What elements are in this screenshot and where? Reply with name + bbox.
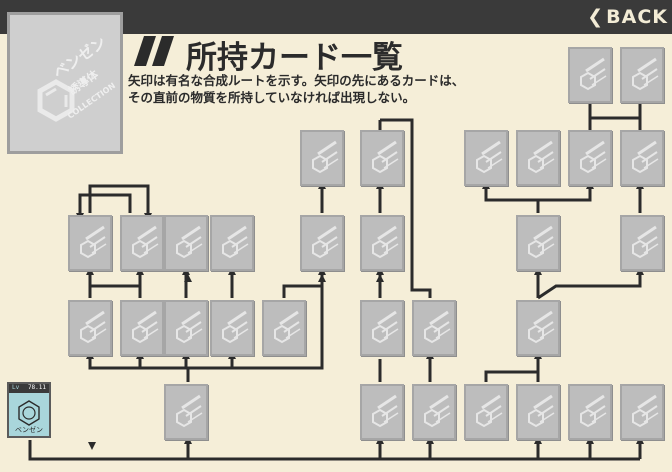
- locked-card[interactable]: [164, 384, 208, 440]
- locked-card[interactable]: [360, 215, 404, 271]
- locked-card[interactable]: [360, 384, 404, 440]
- locked-card[interactable]: [412, 300, 456, 356]
- logo-line1: ベンゼン: [50, 33, 109, 82]
- locked-card[interactable]: [300, 215, 344, 271]
- locked-card[interactable]: [68, 215, 112, 271]
- locked-card[interactable]: [516, 384, 560, 440]
- locked-card[interactable]: [120, 215, 164, 271]
- locked-card[interactable]: [164, 215, 208, 271]
- benzene-ring-icon: [18, 400, 40, 426]
- locked-card[interactable]: [120, 300, 164, 356]
- locked-card[interactable]: [360, 300, 404, 356]
- description-line1: 矢印は有名な合成ルートを示す。矢印の先にあるカードは、: [128, 73, 465, 88]
- locked-card[interactable]: [164, 300, 208, 356]
- card-level: Lv: [12, 384, 20, 391]
- card-name: ベンゼン: [15, 426, 43, 434]
- owned-card-benzene[interactable]: Lv 78.11 ベンゼン: [7, 382, 51, 438]
- locked-card[interactable]: [412, 384, 456, 440]
- card-header: Lv 78.11: [9, 384, 49, 393]
- back-button[interactable]: ❮BACK: [587, 6, 668, 28]
- locked-card[interactable]: [360, 130, 404, 186]
- chevron-left-icon: ❮: [587, 6, 605, 28]
- locked-card[interactable]: [568, 384, 612, 440]
- locked-card[interactable]: [568, 47, 612, 103]
- locked-card[interactable]: [516, 130, 560, 186]
- locked-card[interactable]: [210, 300, 254, 356]
- locked-card[interactable]: [516, 215, 560, 271]
- page-title: 所持カード一覧: [186, 40, 403, 76]
- title-slash-icon: [134, 36, 174, 66]
- locked-card[interactable]: [68, 300, 112, 356]
- locked-card[interactable]: [620, 215, 664, 271]
- back-label: BACK: [606, 6, 668, 28]
- locked-card[interactable]: [464, 130, 508, 186]
- locked-card[interactable]: [300, 130, 344, 186]
- locked-card[interactable]: [620, 384, 664, 440]
- locked-card[interactable]: [262, 300, 306, 356]
- locked-card[interactable]: [516, 300, 560, 356]
- card-molecular-weight: 78.11: [27, 384, 46, 391]
- locked-card[interactable]: [620, 130, 664, 186]
- locked-card[interactable]: [568, 130, 612, 186]
- locked-card[interactable]: [210, 215, 254, 271]
- collection-logo: ベンゼン 誘導体 COLLECTION: [7, 12, 123, 154]
- description-line2: その直前の物質を所持していなければ出現しない。: [128, 90, 416, 105]
- locked-card[interactable]: [620, 47, 664, 103]
- locked-card[interactable]: [464, 384, 508, 440]
- page-description: 矢印は有名な合成ルートを示す。矢印の先にあるカードは、 その直前の物質を所持して…: [128, 72, 464, 106]
